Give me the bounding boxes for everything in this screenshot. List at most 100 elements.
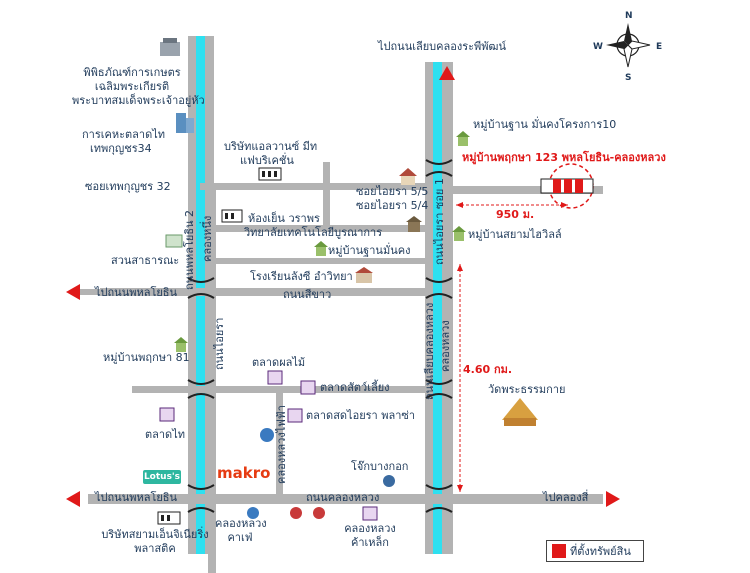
school-icon [355, 267, 373, 283]
label-canal-khlong-luang: คลองหลวง [439, 320, 452, 372]
park-icon [165, 234, 183, 248]
label-thanon-lam-luk-ka-bottom: ไปถนนพหลโยธิน [95, 491, 178, 504]
road-sikhao [100, 288, 430, 296]
engineering-icon [157, 511, 181, 525]
label-distance-950: 950 ม. [496, 208, 535, 221]
home-icon-pruksa81 [174, 337, 188, 352]
compass-icon [606, 23, 651, 68]
label-market-thai-2: เทพกุญชร34 [90, 142, 152, 155]
label-warrapan: ห้องเย็น วราพร [248, 212, 320, 225]
steel-shop-icon [362, 506, 378, 521]
label-road-aiyara: ถนนไอยรา [213, 317, 226, 370]
compass-e: E [656, 42, 663, 52]
road-aiyara-3 [215, 258, 430, 264]
home-icon-project10 [456, 131, 470, 146]
road-khlong-luang-fai-fa [276, 390, 283, 502]
intersection-marks [187, 159, 453, 513]
legend-swatch [552, 544, 566, 558]
arrow-north [439, 66, 455, 80]
canal-khlong-luang [433, 62, 442, 554]
label-moo-ban-pruksa81: หมู่บ้านพฤกษา 81 [103, 351, 190, 364]
legend-label: ที่ตั้งทรัพย์สิน [570, 545, 631, 558]
distance-arrow-460-top [457, 264, 463, 271]
label-wat: วัดพระธรรมกาย [488, 383, 566, 396]
road-aiyara-market [132, 386, 432, 393]
label-distance-460: 4.60 กม. [463, 363, 513, 376]
road-soi-aiyara [215, 225, 430, 232]
legend: ที่ตั้งทรัพย์สิน [546, 540, 644, 562]
lotus-logo: Lotus's [143, 470, 181, 484]
market-icon-animal [300, 380, 316, 395]
factory-icon [258, 167, 282, 181]
label-jok: โจ๊กบางกอก [351, 460, 409, 473]
label-market-fruit: ตลาดผลไม้ [252, 356, 306, 369]
property-marker [540, 178, 594, 194]
label-museum-1: พิพิธภัณฑ์การเกษตร [83, 66, 181, 79]
distance-arrow-460-bottom [457, 485, 463, 492]
road-soi-thepkunchon-32 [200, 183, 430, 190]
label-cafe-2: คาเฟ่ [227, 531, 253, 544]
label-company-2: แฟบริเคชั่น [240, 154, 294, 167]
label-market-thai-b: ตลาดไท [145, 428, 185, 441]
restaurant-icon [383, 475, 395, 487]
label-museum-3: พระบาทสมเด็จพระเจ้าอยู่หัว [72, 94, 205, 107]
arrow-west-top [66, 284, 80, 300]
compass-w: W [593, 42, 603, 52]
label-park: สวนสาธารณะ [111, 254, 180, 267]
label-soi-aiyara54: ซอยไอยรา 5/4 [356, 199, 429, 212]
temple-icon [502, 398, 538, 426]
home-icon-siam [452, 226, 466, 241]
road-khlong-luang [88, 494, 603, 504]
label-road-phahonyothin-2: ถนนพหลโยธิน 2 [183, 209, 196, 290]
label-moo-ban-project: หมู่บ้านฐาน มั่นคงโครงการ10 [473, 118, 617, 131]
label-market-animal: ตลาดสัตว์เลี้ยง [320, 381, 390, 394]
compass-s: S [625, 73, 632, 83]
brand-icon [290, 507, 325, 519]
home-icon-man-khong [314, 241, 328, 256]
market-icon-thai [159, 407, 175, 422]
cold-storage-icon [221, 209, 243, 223]
label-top-ring: ไปถนนเลียบคลองระพีพัฒน์ [378, 40, 506, 53]
label-property: หมู่บ้านพฤกษา 123 พหลโยธิน-คลองหลวง [462, 151, 666, 164]
label-company: บริษัทแอลวานซ์ มีท [224, 140, 318, 153]
label-steel-1: คลองหลวง [344, 522, 396, 535]
road-connector [323, 162, 330, 228]
road-to-property [453, 186, 603, 194]
museum-icon [160, 38, 180, 56]
label-moo-ban-man: หมู่บ้านฐานมั่นคง [328, 244, 411, 257]
label-market-aiyara: ตลาดสดไอยรา พลาซ่า [306, 409, 416, 422]
arrow-west-bottom [66, 491, 80, 507]
compass-n: N [625, 11, 633, 21]
label-cafe-1: คลองหลวง [215, 517, 267, 530]
label-khlong-luang-road: ถนนคลองหลวง [306, 491, 380, 504]
makro-logo: makro [217, 464, 271, 482]
label-soi-thepkunchon: ซอยเทพกุญชร 32 [85, 180, 171, 193]
market-icon-fruit [267, 370, 283, 385]
bank-icon [260, 428, 274, 442]
arrow-west-top-shaft [80, 289, 102, 295]
cafe-icon [247, 507, 259, 519]
label-engineering-1: บริษัทสยามเอ็นจิเนียริ่ง [101, 528, 209, 541]
label-khlong-luang-fai-fa: คลองหลวงไฟฟ้า [275, 405, 288, 484]
label-college: วิทยาลัยเทคโนโลยีบูรณาการ [244, 226, 383, 239]
college-icon [406, 216, 422, 232]
label-to-khlong-si: ไปคลองสี่ [543, 491, 589, 504]
distance-arrow-950-right [561, 202, 568, 208]
arrow-east-bottom [606, 491, 620, 507]
label-soi-aiyara55: ซอยไอยรา 5/5 [356, 185, 429, 198]
house-icon-top [399, 168, 417, 185]
market-thai-building-icon [176, 113, 194, 133]
label-canal-khlong-nueng: คลองหนึ่ง [201, 215, 214, 262]
label-market-thai: การเคหะตลาดไท [82, 128, 166, 141]
label-thanon-lam-luk-ka: ไปถนนพหลโยธิน [95, 286, 178, 299]
label-sikhao: ถนนสีขาว [283, 288, 332, 301]
label-school: โรงเรียนลังซี อำวิทยา [250, 270, 353, 283]
label-road-aiyara-main: ถนนไอยรา ซอย 1 [433, 178, 446, 265]
market-icon-aiyara [287, 408, 303, 423]
label-steel-2: ค้าเหล็ก [351, 536, 389, 549]
label-engineering-2: พลาสติค [134, 542, 176, 555]
label-moo-ban-siam: หมู่บ้านสยามไฮวิลล์ [468, 228, 562, 241]
label-museum-2: เฉลิมพระเกียรติ [94, 80, 170, 93]
distance-arrow-950-left [456, 202, 463, 208]
